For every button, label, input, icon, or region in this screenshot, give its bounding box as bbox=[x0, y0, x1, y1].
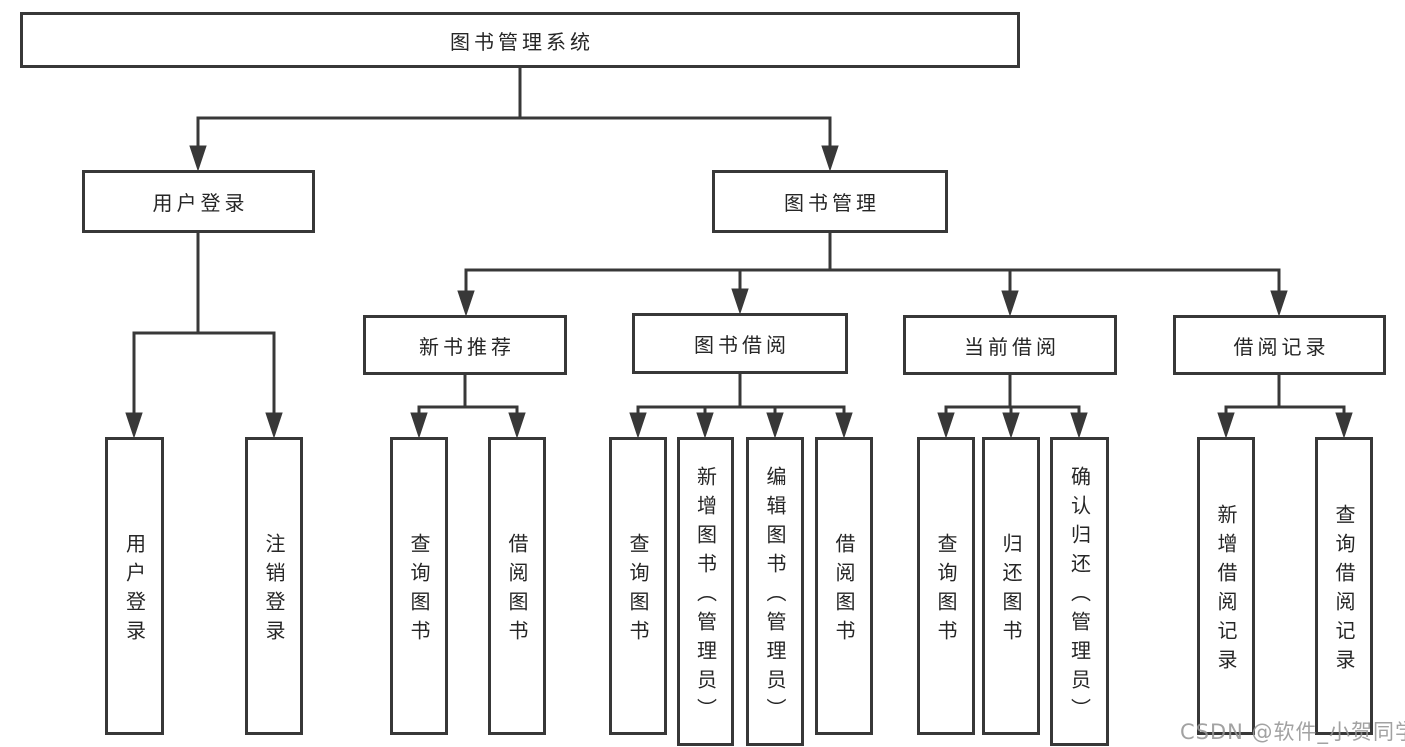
node-label: 确认归还（管理员） bbox=[1067, 465, 1092, 727]
node-label: 新书推荐 bbox=[419, 334, 515, 359]
watermark: CSDN @软件_小贺同学 bbox=[1180, 720, 1405, 744]
node-book-borrowing: 图书借阅 bbox=[632, 313, 848, 374]
node-label: 借阅记录 bbox=[1233, 334, 1330, 359]
arrowhead-down-icon bbox=[731, 288, 749, 315]
connector-current-borrowing-to-leaves bbox=[937, 373, 1088, 439]
node-book-management: 图书管理 bbox=[712, 170, 948, 233]
node-label: 查询图书 bbox=[626, 532, 650, 649]
node-new-book-recommend: 新书推荐 bbox=[363, 315, 567, 375]
connector-book-management-to-level3 bbox=[457, 231, 1288, 317]
leaf-query-books-borrowing: 查询图书 bbox=[609, 437, 667, 735]
leaf-edit-books-admin: 编辑图书（管理员） bbox=[746, 437, 804, 746]
node-borrowing-records: 借阅记录 bbox=[1173, 315, 1386, 375]
node-label: 注销登录 bbox=[262, 532, 286, 649]
node-user-login: 用户登录 bbox=[82, 170, 315, 233]
node-label: 借阅图书 bbox=[832, 532, 856, 649]
arrowhead-down-icon bbox=[189, 145, 207, 172]
leaf-borrow-books-recommend: 借阅图书 bbox=[488, 437, 546, 735]
node-label: 归还图书 bbox=[999, 532, 1023, 649]
leaf-return-books: 归还图书 bbox=[982, 437, 1040, 735]
node-label: 当前借阅 bbox=[964, 334, 1060, 359]
arrowhead-down-icon bbox=[766, 412, 784, 439]
arrowhead-down-icon bbox=[821, 145, 839, 172]
node-label: 查询图书 bbox=[407, 532, 431, 649]
leaf-query-books-current: 查询图书 bbox=[917, 437, 975, 735]
node-label: 图书管理系统 bbox=[450, 29, 594, 54]
leaf-user-login: 用户登录 bbox=[105, 437, 164, 735]
arrowhead-down-icon bbox=[457, 290, 475, 317]
leaf-borrow-books: 借阅图书 bbox=[815, 437, 873, 735]
leaf-add-borrow-record: 新增借阅记录 bbox=[1197, 437, 1255, 735]
arrowhead-down-icon bbox=[937, 412, 955, 439]
node-label: 新增借阅记录 bbox=[1214, 503, 1238, 678]
arrowhead-down-icon bbox=[696, 412, 714, 439]
connector-user-login-to-leaves bbox=[125, 231, 283, 439]
leaf-query-borrow-record: 查询借阅记录 bbox=[1315, 437, 1373, 735]
leaf-confirm-return-admin: 确认归还（管理员） bbox=[1050, 437, 1109, 746]
arrowhead-down-icon bbox=[1002, 412, 1020, 439]
node-label: 编辑图书（管理员） bbox=[763, 465, 787, 727]
connector-root-to-level2 bbox=[189, 66, 839, 172]
leaf-logout: 注销登录 bbox=[245, 437, 303, 735]
leaf-query-books-recommend: 查询图书 bbox=[390, 437, 448, 735]
arrowhead-down-icon bbox=[1070, 412, 1088, 439]
node-label: 查询图书 bbox=[934, 532, 958, 649]
node-label: 图书管理 bbox=[784, 191, 880, 215]
node-label: 图书借阅 bbox=[694, 333, 790, 357]
connector-new-book-recommend-to-leaves bbox=[410, 373, 526, 439]
arrowhead-down-icon bbox=[1217, 412, 1235, 439]
node-label: 用户登录 bbox=[122, 532, 147, 649]
arrowhead-down-icon bbox=[629, 412, 647, 439]
node-label: 查询借阅记录 bbox=[1332, 503, 1356, 678]
arrowhead-down-icon bbox=[1335, 412, 1353, 439]
connector-book-borrowing-to-leaves bbox=[629, 372, 853, 439]
arrowhead-down-icon bbox=[1001, 290, 1019, 317]
node-label: 新增图书（管理员） bbox=[693, 465, 718, 727]
leaf-add-books-admin: 新增图书（管理员） bbox=[677, 437, 734, 746]
arrowhead-down-icon bbox=[265, 412, 283, 439]
node-label: 借阅图书 bbox=[505, 532, 529, 649]
arrowhead-down-icon bbox=[508, 412, 526, 439]
arrowhead-down-icon bbox=[1270, 290, 1288, 317]
arrowhead-down-icon bbox=[835, 412, 853, 439]
node-current-borrowing: 当前借阅 bbox=[903, 315, 1117, 375]
node-label: 用户登录 bbox=[152, 191, 249, 215]
arrowhead-down-icon bbox=[410, 412, 428, 439]
node-root: 图书管理系统 bbox=[20, 12, 1020, 68]
arrowhead-down-icon bbox=[125, 412, 143, 439]
connector-borrowing-records-to-leaves bbox=[1217, 373, 1353, 439]
